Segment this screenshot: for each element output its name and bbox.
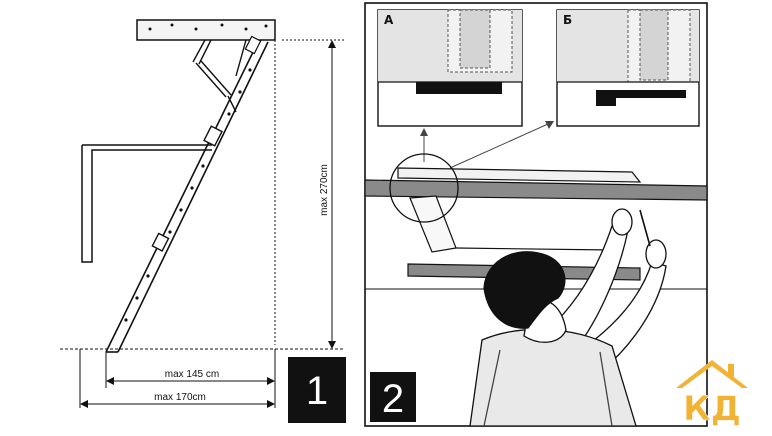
figure-1-badge: [288, 357, 346, 423]
inset-b-detail: Б: [556, 9, 700, 127]
hatch-lid: [81, 149, 212, 263]
ceiling-slab: [364, 167, 708, 290]
frame-screws: [148, 23, 268, 31]
inset-a-label: А: [384, 13, 394, 27]
inset-a-detail: А: [377, 9, 523, 127]
dim-short-label: max 145 cm: [165, 369, 219, 380]
dim-long-label: max 170cm: [154, 392, 206, 403]
ladder-hinge-upper: [203, 125, 223, 147]
figure-1-ladder-side-view: max 270cm max 145 cm max 170cm 1: [60, 19, 346, 423]
figure-1-number: 1: [306, 369, 328, 413]
height-dimension: [274, 39, 345, 349]
kd-logo: КД: [676, 360, 748, 429]
horizontal-dimensions: [79, 349, 276, 408]
ceiling-frame: [136, 19, 276, 41]
spring-arm-mechanism: [192, 39, 247, 113]
logo-text: КД: [683, 389, 741, 429]
ladder-stringers: [105, 41, 269, 353]
inset-b-label: Б: [563, 13, 572, 27]
ladder-hinge-lower: [151, 232, 170, 252]
ladder-step-rivets: [124, 68, 252, 322]
detail-magnifier-circle: [389, 153, 459, 223]
detail-leader-lines: [420, 121, 554, 169]
figure-2-badge: [370, 372, 416, 422]
logo-roof-icon: [676, 360, 748, 388]
figure-2-installation-view: А Б: [364, 2, 708, 427]
figure-2-number: 2: [382, 377, 404, 421]
height-label: max 270cm: [319, 164, 330, 216]
worker-figure: [469, 208, 667, 427]
